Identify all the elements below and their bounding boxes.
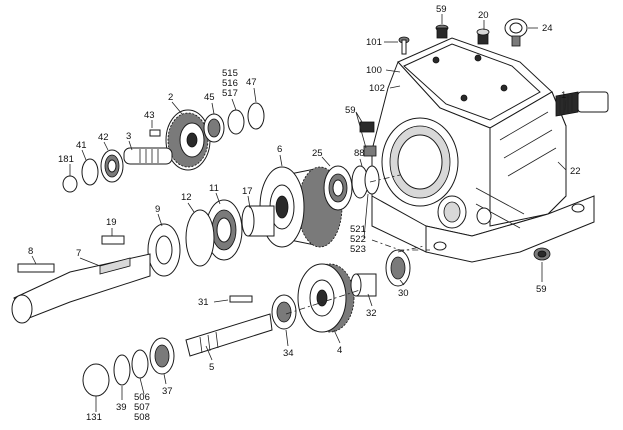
seal-9 — [147, 223, 181, 277]
label-59-top: 59 — [436, 4, 447, 15]
label-88: 88 — [354, 148, 365, 159]
label-31: 31 — [198, 297, 209, 308]
label-34: 34 — [283, 348, 294, 359]
label-24: 24 — [542, 23, 553, 34]
label-39: 39 — [116, 402, 127, 413]
label-11: 11 — [209, 183, 219, 194]
label-22: 22 — [570, 166, 581, 177]
label-101: 101 — [366, 37, 382, 48]
bearing-25 — [323, 165, 353, 211]
circlip-41 — [81, 158, 99, 186]
label-17: 17 — [242, 186, 253, 197]
eye-bolt — [504, 18, 528, 47]
label-100: 100 — [366, 65, 382, 76]
label-521: 521 — [350, 224, 366, 235]
label-508: 508 — [134, 412, 150, 423]
cover-screw — [398, 36, 410, 55]
shim-515 — [227, 109, 245, 135]
label-131: 131 — [86, 412, 102, 423]
label-42: 42 — [98, 132, 109, 143]
bushing-32 — [350, 273, 377, 297]
shim-521 — [364, 165, 380, 195]
key-43 — [149, 129, 161, 137]
label-5: 5 — [209, 362, 214, 373]
pinion-shaft-5 — [185, 313, 273, 357]
bearing-42 — [100, 149, 124, 183]
label-4: 4 — [337, 345, 342, 356]
bearing-37 — [149, 337, 175, 375]
label-47: 47 — [246, 77, 257, 88]
leader-lines — [31, 14, 567, 412]
shim-506 — [131, 349, 149, 379]
cap-131 — [82, 363, 110, 397]
label-9: 9 — [155, 204, 160, 215]
circlip-47 — [247, 102, 265, 130]
screw-plug-top — [435, 24, 449, 39]
label-507: 507 — [134, 402, 150, 413]
label-6: 6 — [277, 144, 282, 155]
label-181: 181 — [58, 154, 74, 165]
label-523: 523 — [350, 244, 366, 255]
key-8 — [17, 263, 55, 273]
gear-4 — [297, 263, 355, 333]
cap-181 — [62, 175, 78, 193]
label-59-right: 59 — [536, 284, 547, 295]
label-522: 522 — [350, 234, 366, 245]
pinion-shaft-3 — [123, 147, 173, 165]
label-517: 517 — [222, 88, 238, 99]
circlip-12 — [185, 209, 215, 267]
label-43: 43 — [144, 110, 155, 121]
label-516: 516 — [222, 78, 238, 89]
label-1: 1 — [561, 90, 566, 101]
spacer-17 — [241, 205, 275, 237]
label-506: 506 — [134, 392, 150, 403]
output-shaft-7 — [11, 253, 151, 324]
label-7: 7 — [76, 248, 81, 259]
label-12: 12 — [181, 192, 192, 203]
label-37: 37 — [162, 386, 173, 397]
label-30: 30 — [398, 288, 409, 299]
label-8: 8 — [28, 246, 33, 257]
label-2: 2 — [168, 92, 173, 103]
bearing-34 — [271, 294, 297, 330]
bearing-30 — [385, 249, 411, 287]
label-41: 41 — [76, 140, 87, 151]
input-pinion-shaft — [555, 91, 609, 117]
key-31 — [229, 295, 253, 303]
label-102: 102 — [369, 83, 385, 94]
screw-plug-right — [533, 247, 551, 261]
circlip-39 — [113, 354, 131, 386]
key-19 — [101, 235, 125, 245]
label-25: 25 — [312, 148, 323, 159]
label-515: 515 — [222, 68, 238, 79]
label-32: 32 — [366, 308, 377, 319]
label-59-left: 59 — [345, 105, 356, 116]
gear-2 — [165, 109, 211, 171]
label-19: 19 — [106, 217, 117, 228]
breather-plug — [476, 28, 490, 45]
label-3: 3 — [126, 131, 131, 142]
gear-housing — [371, 37, 595, 263]
label-20: 20 — [478, 10, 489, 21]
bearing-45 — [203, 113, 225, 143]
label-45: 45 — [204, 92, 215, 103]
